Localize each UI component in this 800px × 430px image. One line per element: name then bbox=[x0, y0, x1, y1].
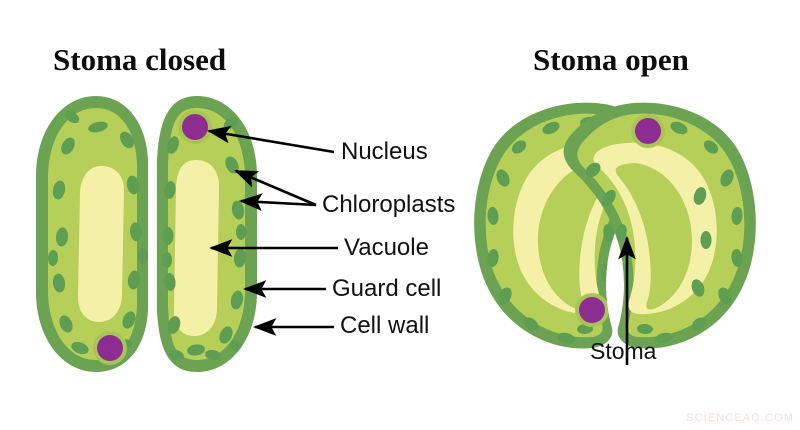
chloroplast bbox=[205, 349, 221, 361]
chloroplast bbox=[691, 279, 705, 297]
guard-cell-open-right bbox=[563, 102, 756, 349]
chloroplast bbox=[703, 140, 719, 154]
chloroplast bbox=[230, 290, 244, 310]
vacuole-open-right bbox=[593, 142, 717, 315]
nucleus bbox=[635, 118, 661, 144]
chloroplast bbox=[585, 162, 601, 178]
chloroplast bbox=[168, 349, 184, 361]
leader-lines bbox=[206, 125, 636, 365]
chloroplast bbox=[603, 224, 615, 242]
chloroplast bbox=[700, 231, 712, 249]
nucleus-closed-right bbox=[178, 110, 212, 144]
chloroplast bbox=[64, 110, 80, 124]
chloroplast bbox=[126, 175, 140, 195]
chloroplast bbox=[731, 207, 743, 225]
watermark-scienceaq: SCIENCEAQ.COM bbox=[686, 412, 794, 424]
chloroplast bbox=[122, 311, 136, 329]
chloroplast bbox=[693, 187, 707, 205]
stoma-closed-figure bbox=[36, 96, 257, 372]
nucleus bbox=[182, 114, 208, 140]
panel-title-stoma-open: Stoma open bbox=[533, 42, 689, 77]
chloroplast bbox=[718, 287, 732, 305]
label-vacuole: Vacuole bbox=[344, 234, 429, 261]
chloroplast bbox=[487, 207, 499, 225]
chloroplast bbox=[162, 227, 174, 245]
chloroplast bbox=[557, 332, 575, 344]
panel-title-stoma-closed: Stoma closed bbox=[53, 42, 227, 77]
guard-cell-closed-right bbox=[157, 96, 257, 372]
chloroplast bbox=[52, 273, 66, 293]
chloroplast bbox=[59, 315, 73, 333]
chloroplast bbox=[61, 137, 75, 155]
label-cell-wall: Cell wall bbox=[340, 312, 430, 339]
label-guard-cell: Guard cell bbox=[332, 275, 442, 302]
chloroplast bbox=[236, 224, 246, 240]
chloroplast bbox=[720, 169, 734, 187]
chloroplast bbox=[137, 248, 148, 264]
label-nucleus: Nucleus bbox=[341, 138, 428, 165]
nucleus-open-left bbox=[575, 293, 609, 327]
chloroplast bbox=[225, 156, 239, 174]
chloroplast bbox=[229, 340, 243, 352]
chloroplast bbox=[167, 316, 181, 334]
label-chloroplasts: Chloroplasts bbox=[322, 191, 456, 218]
chloroplast bbox=[164, 273, 176, 291]
chloroplast bbox=[164, 181, 176, 199]
chloroplast bbox=[655, 332, 673, 344]
chloroplast bbox=[219, 326, 233, 344]
chloroplast bbox=[52, 180, 66, 200]
chloroplast bbox=[129, 222, 143, 242]
chloroplast bbox=[187, 344, 205, 356]
vacuole-closed-left bbox=[78, 165, 124, 322]
nucleus-open-right bbox=[631, 114, 665, 148]
chloroplast bbox=[120, 131, 134, 149]
chloroplast bbox=[55, 227, 69, 247]
nucleus-closed-left bbox=[93, 331, 127, 365]
chloroplast bbox=[637, 323, 653, 335]
chloroplast bbox=[487, 249, 499, 267]
chloroplast bbox=[71, 341, 89, 355]
nucleus bbox=[579, 297, 605, 323]
leader-line-nucleus bbox=[206, 125, 335, 154]
chloroplast bbox=[670, 121, 688, 135]
chloroplast bbox=[162, 252, 172, 268]
vacuole-closed-right bbox=[174, 160, 219, 336]
chloroplast bbox=[47, 250, 59, 266]
chloroplast-group-closed-left bbox=[47, 110, 148, 361]
chloroplast bbox=[542, 121, 560, 135]
chloroplast-group-closed-right bbox=[162, 116, 247, 361]
guard-cell-closed-left bbox=[36, 96, 148, 372]
chloroplast bbox=[88, 121, 108, 133]
chloroplast bbox=[498, 287, 512, 305]
leader-line-chloroplast-upper bbox=[234, 169, 317, 207]
nucleus bbox=[97, 335, 123, 361]
leader-line-chloroplast-lower bbox=[238, 193, 317, 211]
chloroplast bbox=[602, 189, 616, 207]
chloroplast bbox=[167, 136, 179, 154]
chloroplast bbox=[523, 317, 539, 331]
chloroplast bbox=[731, 249, 743, 267]
chloroplast bbox=[511, 140, 527, 154]
chloroplast bbox=[127, 270, 141, 290]
label-stoma: Stoma bbox=[590, 338, 657, 364]
chloroplast bbox=[233, 248, 247, 268]
stoma-open-figure bbox=[474, 102, 756, 349]
chloroplast bbox=[496, 169, 510, 187]
chloroplast bbox=[691, 317, 707, 331]
